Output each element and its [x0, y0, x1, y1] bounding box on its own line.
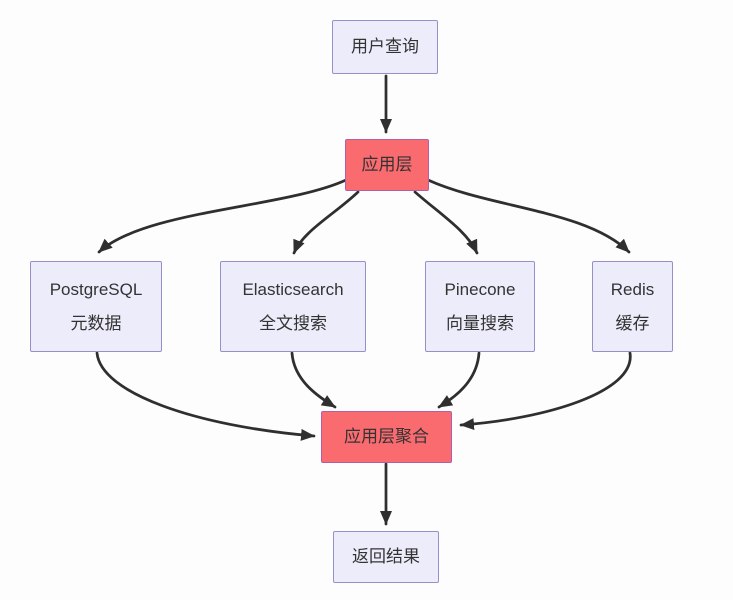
node-postgresql: PostgreSQL 元数据	[30, 261, 162, 352]
node-redis-desc: 缓存	[615, 313, 650, 333]
edge-app-layer-to-pinecone	[413, 190, 479, 255]
node-return-result: 返回结果	[333, 531, 439, 583]
node-elasticsearch-desc: 全文搜索	[259, 313, 327, 333]
node-postgresql-name: PostgreSQL	[49, 280, 143, 300]
edge-pinecone-to-aggregation	[437, 351, 481, 409]
edge-app-layer-to-postgresql	[97, 178, 348, 254]
node-redis-name: Redis	[610, 280, 655, 300]
node-pinecone-desc: 向量搜索	[446, 313, 514, 333]
node-pinecone-name: Pinecone	[444, 280, 516, 300]
edge-app-layer-to-elasticsearch	[292, 190, 360, 255]
node-aggregation: 应用层聚合	[321, 411, 452, 463]
node-app-layer: 应用层	[345, 139, 429, 191]
node-postgresql-desc: 元数据	[70, 313, 122, 333]
node-user-query-label: 用户查询	[351, 37, 419, 57]
node-redis: Redis 缓存	[592, 261, 673, 352]
node-aggregation-label: 应用层聚合	[344, 427, 429, 447]
edge-elasticsearch-to-aggregation	[290, 351, 337, 409]
node-pinecone: Pinecone 向量搜索	[425, 261, 535, 352]
node-app-layer-label: 应用层	[361, 155, 413, 175]
edge-redis-to-aggregation	[459, 351, 632, 431]
edge-postgresql-to-aggregation	[95, 351, 316, 441]
node-elasticsearch: Elasticsearch 全文搜索	[220, 261, 366, 352]
node-user-query: 用户查询	[332, 20, 438, 74]
node-return-result-label: 返回结果	[352, 547, 420, 567]
edge-app-layer-to-redis	[426, 178, 631, 254]
node-elasticsearch-name: Elasticsearch	[242, 280, 344, 300]
